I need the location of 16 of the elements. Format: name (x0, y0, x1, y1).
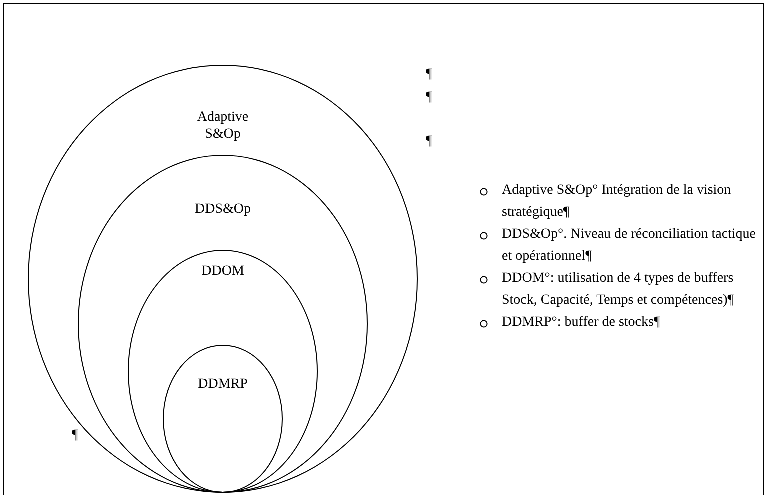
nested-circle (28, 65, 418, 493)
circle-label: DDOM (202, 263, 244, 280)
paragraph-mark: ¶ (72, 427, 78, 444)
nested-circle (128, 250, 318, 493)
paragraph-mark: ¶ (426, 66, 432, 83)
bullet-text: DDMRP°: buffer de stocks¶ (502, 314, 662, 332)
circle-label: DDMRP (198, 376, 248, 393)
circle-label: Adaptive S&Op (196, 109, 250, 143)
paragraph-mark: ¶ (426, 133, 432, 150)
bullet-text: DDS&Op°. Niveau de réconciliation tactique et opérationnel¶ (502, 226, 758, 266)
bullet-text: Adaptive S&Op° Intégration de la vision stratégique¶ (502, 182, 732, 222)
nested-circle (78, 155, 368, 493)
circle-label: DDS&Op (194, 201, 251, 218)
bullet-text: DDOM°: utilisation de 4 types de buffers Stock, Capacité, Temps et compétences)¶ (502, 270, 736, 310)
nested-circle (163, 345, 283, 493)
paragraph-mark: ¶ (426, 89, 432, 106)
